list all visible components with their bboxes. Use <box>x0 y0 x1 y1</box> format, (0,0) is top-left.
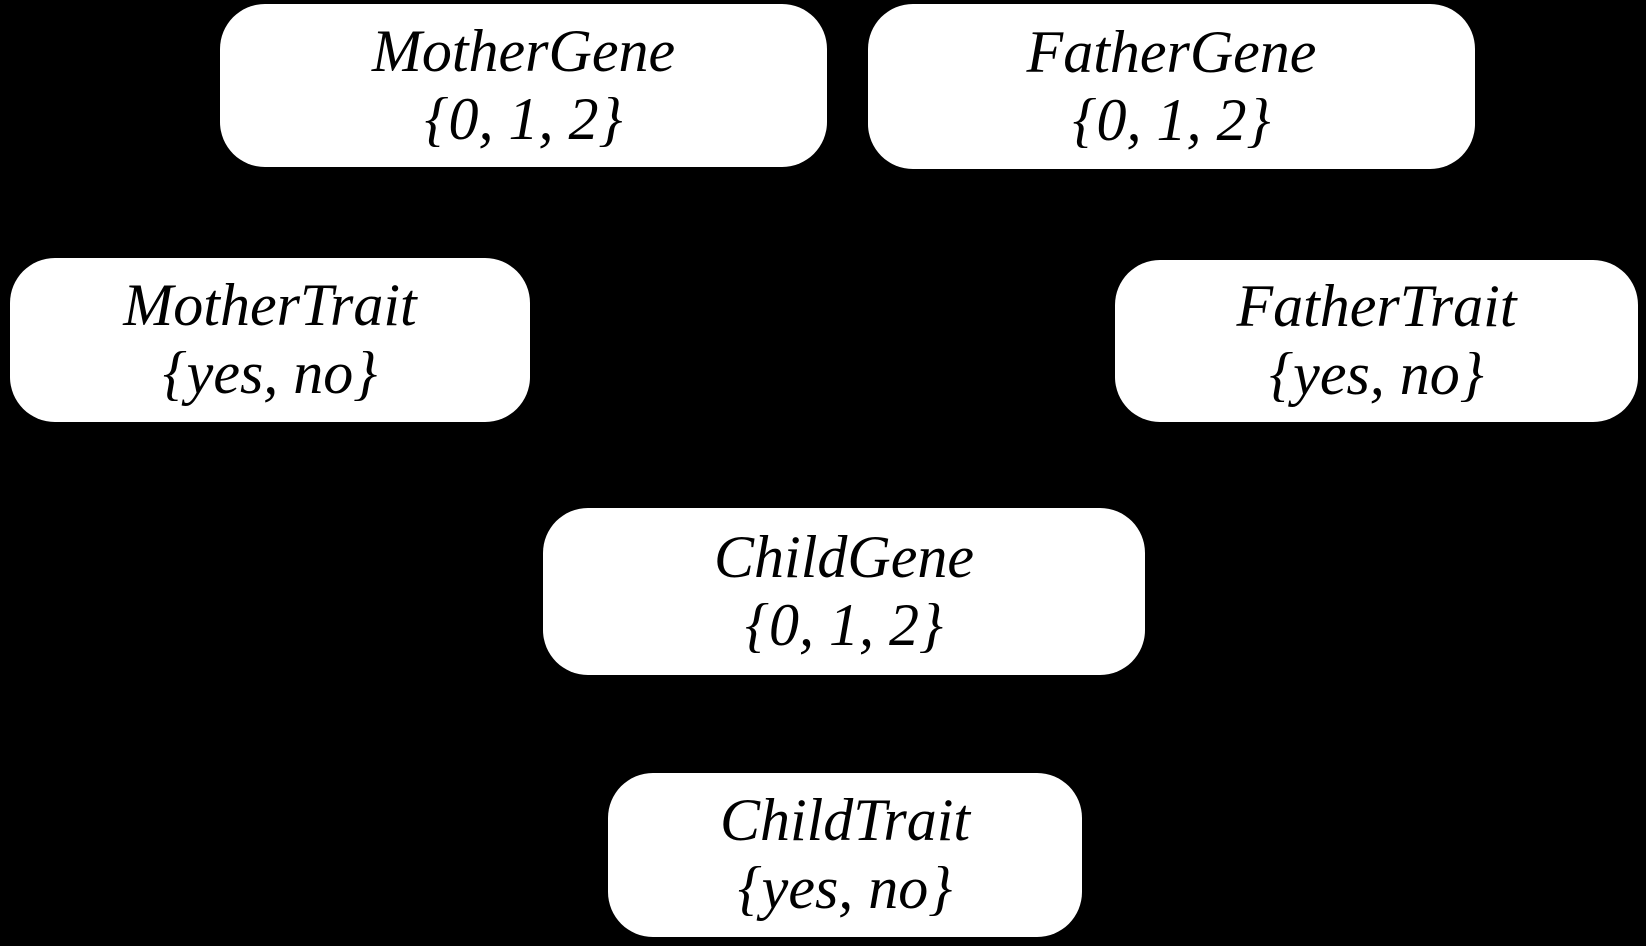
child-gene-label: ChildGene <box>714 523 974 590</box>
mother-gene-label: MotherGene <box>371 17 676 84</box>
father-trait-label: FatherTrait <box>1236 273 1517 340</box>
child-trait-domain: {yes, no} <box>737 855 953 921</box>
mother-trait-domain: {yes, no} <box>162 340 378 406</box>
node-mother-gene: MotherGene {0, 1, 2} <box>220 4 827 167</box>
node-father-trait: FatherTrait {yes, no} <box>1115 260 1638 422</box>
node-father-gene: FatherGene {0, 1, 2} <box>868 4 1475 169</box>
father-trait-domain: {yes, no} <box>1269 341 1484 407</box>
child-trait-label: ChildTrait <box>719 787 971 854</box>
mother-gene-domain: {0, 1, 2} <box>424 85 623 152</box>
node-child-trait: ChildTrait {yes, no} <box>608 773 1082 937</box>
father-gene-domain: {0, 1, 2} <box>1072 86 1271 153</box>
node-mother-trait: MotherTrait {yes, no} <box>10 258 530 422</box>
child-gene-domain: {0, 1, 2} <box>745 591 943 658</box>
mother-trait-label: MotherTrait <box>123 272 417 339</box>
father-gene-label: FatherGene <box>1026 18 1317 85</box>
node-child-gene: ChildGene {0, 1, 2} <box>543 508 1145 675</box>
